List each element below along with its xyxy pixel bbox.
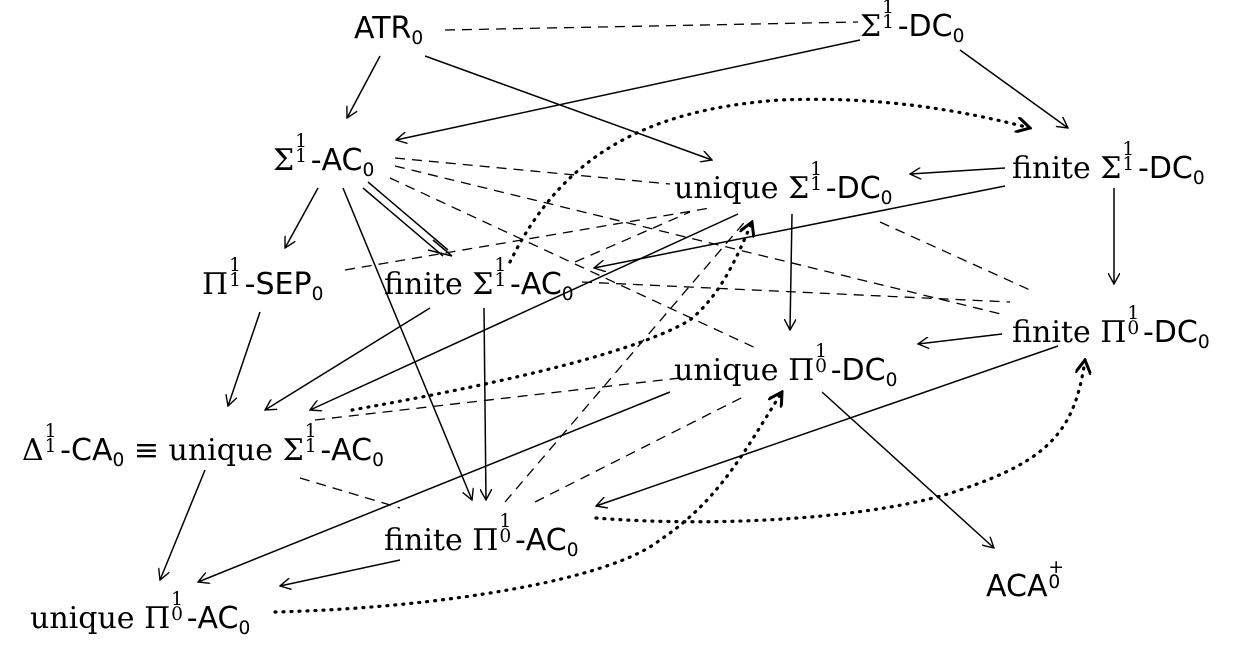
solid-edges xyxy=(160,39,1114,586)
edge-uniques11dc-d11ca xyxy=(310,213,739,410)
dashed-edge-atr-s11dc xyxy=(444,21,859,31)
edge-s11dc-finites11dc xyxy=(959,49,1068,128)
dashed-edge-s11ac-uniquep10dc xyxy=(389,177,761,351)
dashed-edge-finites11ac-finitep10dc xyxy=(581,281,1011,303)
edge-s11ac-p11sep xyxy=(285,187,319,248)
dashed-edge-p11sep-uniques11dc xyxy=(344,207,711,271)
edge-finites11dc-uniques11dc xyxy=(910,167,1006,174)
edge-finitep10dc-finitep10ac xyxy=(596,345,1059,506)
dashed-edge-d11ca-uniquep10dc xyxy=(314,377,681,421)
edge-finites11dc-finites11ac xyxy=(594,185,1006,268)
dashed-edge-d11ca-finitep10ac xyxy=(299,477,401,509)
dashed-edge-finites11ac-uniques11dc xyxy=(574,211,691,263)
dashed-edge-s11ac-uniques11dc xyxy=(394,157,671,185)
dotted-edge-finitep10ac-finitep10dc xyxy=(594,360,1085,524)
edge-p11sep-d11ca xyxy=(228,311,261,406)
dashed-edge-finitep10ac-uniques11dc xyxy=(504,217,749,503)
edge-finites11ac-d11ca xyxy=(265,307,431,410)
dotted-edge-finites11ac-finites11dc xyxy=(508,97,1030,264)
double-edge-arrowhead xyxy=(427,239,453,257)
dotted-edge-uniquep10ac-uniquep10dc xyxy=(273,392,782,614)
dotted-edge-d11ca-uniques11dc xyxy=(350,222,752,412)
dashed-edge-finitep10dc-uniques11dc-right xyxy=(879,221,1031,291)
dashed-edge-finitep10ac-uniquep10dc xyxy=(534,395,746,503)
double-edge-s11ac-finites11ac xyxy=(362,181,453,257)
edge-uniquep10dc-acaplus xyxy=(821,391,994,548)
node-aca0-plus: ACA+0 xyxy=(986,556,1064,604)
edge-s11ac-finitep10ac xyxy=(342,187,472,500)
edge-s11dc-s11ac xyxy=(396,39,861,140)
edge-atr-uniques11dc xyxy=(424,55,712,160)
edge-atr-s11ac xyxy=(347,55,381,118)
edge-finitep10ac-uniquep10ac xyxy=(280,559,401,586)
edge-uniquep10dc-uniquep10ac xyxy=(198,391,671,582)
dashed-edges xyxy=(299,21,1031,509)
edge-d11ca-uniquep10ac xyxy=(160,469,206,580)
edge-finitep10dc-uniquep10dc xyxy=(918,333,1003,344)
dashed-edge-s11ac-finitep10dc xyxy=(394,165,1006,316)
edge-uniques11dc-uniquep10dc xyxy=(790,213,792,330)
double-edge-line-a xyxy=(367,181,449,251)
double-edge-line-b xyxy=(362,187,444,257)
node-atr0: ATR0 xyxy=(354,11,424,49)
edge-finites11ac-finitep10ac xyxy=(484,307,486,500)
dotted-edges xyxy=(273,97,1085,614)
